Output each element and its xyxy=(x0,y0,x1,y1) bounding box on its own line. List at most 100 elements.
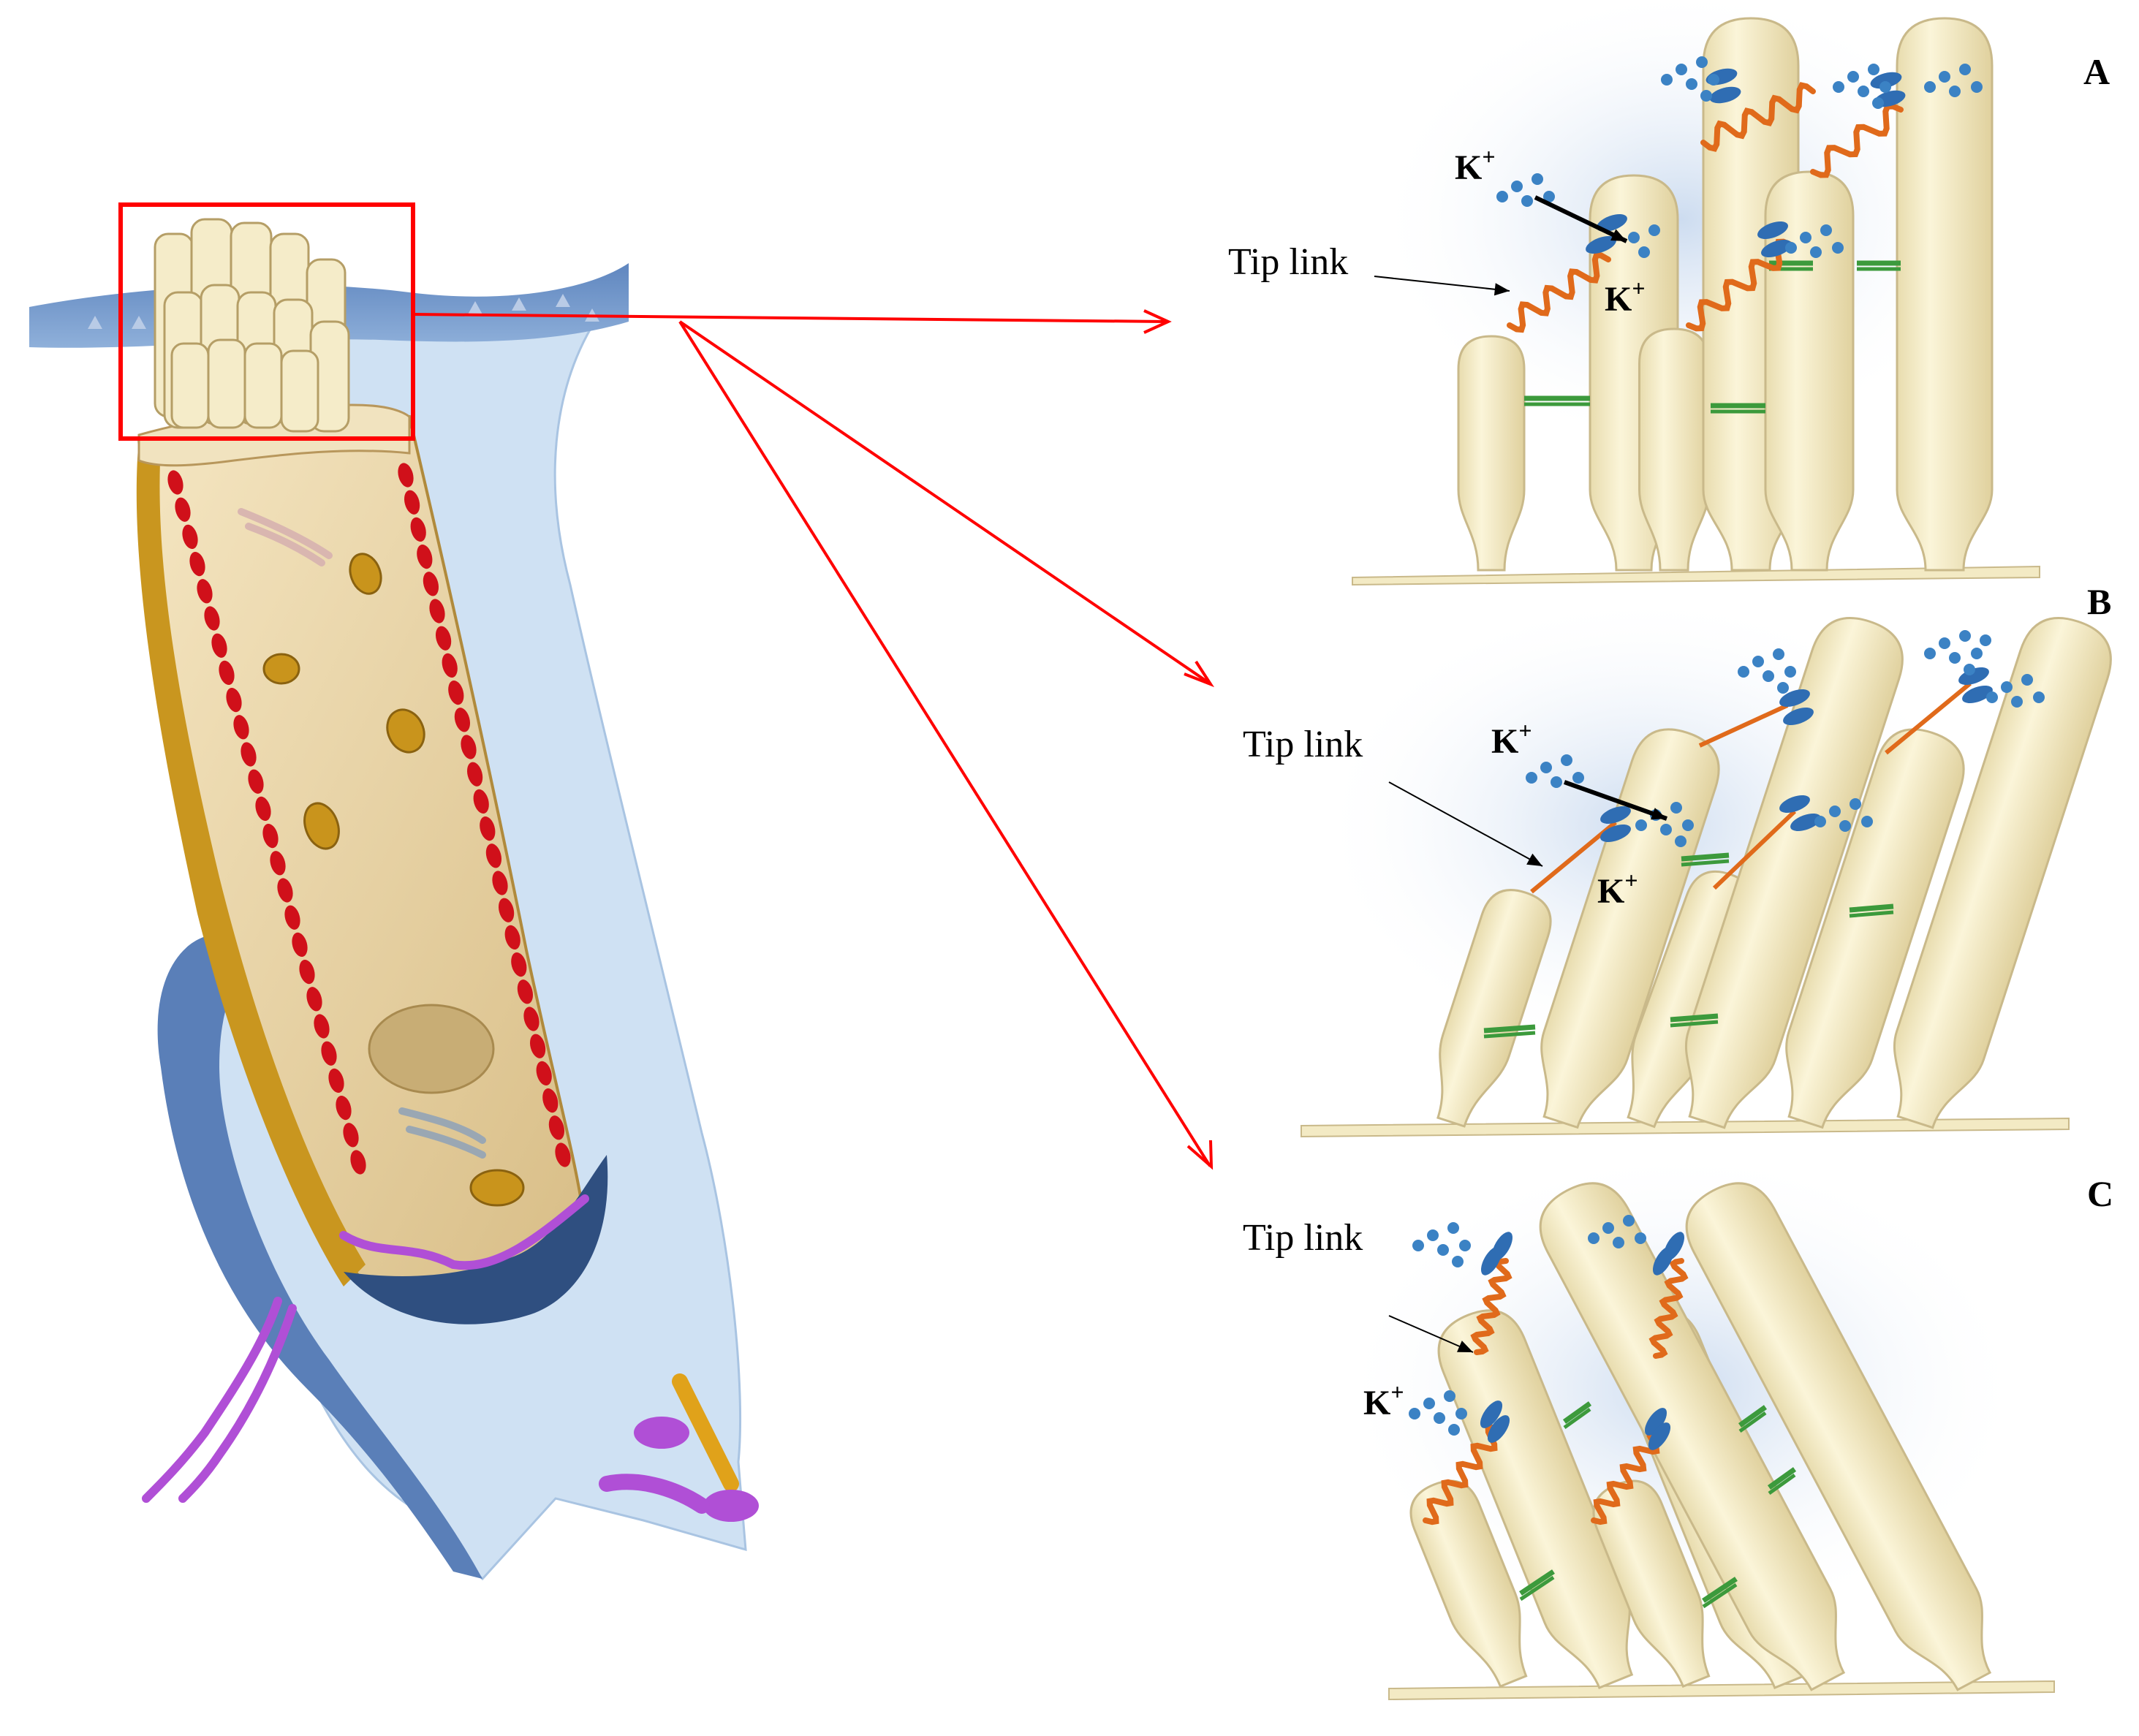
ribbon xyxy=(536,1061,552,1086)
ion-channel-icon xyxy=(1779,689,1810,708)
tip-link-pointer xyxy=(1388,781,1543,867)
hair-cell-wall xyxy=(136,439,366,1286)
ribbon xyxy=(299,959,315,985)
ribbon xyxy=(542,1088,559,1113)
potassium-ion-icon xyxy=(1964,664,1975,675)
ribbon xyxy=(314,1014,330,1039)
k-ion-label: K+ xyxy=(1455,143,1496,187)
ribbon xyxy=(555,1142,571,1167)
potassium-ion-icon xyxy=(1949,652,1961,664)
ion-channel-icon xyxy=(1481,1246,1502,1276)
potassium-ion-icon xyxy=(1814,816,1826,827)
ion-channel-icon xyxy=(1644,1408,1667,1436)
tip-link xyxy=(1686,238,1794,332)
base-plate xyxy=(1388,1680,2055,1701)
potassium-ion-icon xyxy=(1540,762,1552,773)
ribbon xyxy=(398,463,414,488)
potassium-ion-icon xyxy=(1777,682,1789,694)
ribbon xyxy=(262,823,279,849)
tip-link xyxy=(1530,820,1617,894)
arrow-to-panel-b xyxy=(678,320,1211,685)
ion-channel-icon xyxy=(1648,1422,1671,1450)
mitochondrion-icon xyxy=(262,653,300,685)
potassium-ion-icon xyxy=(1638,246,1650,258)
tip-link xyxy=(1648,1258,1689,1359)
ribbon xyxy=(211,633,227,658)
potassium-ion-icon xyxy=(1409,1408,1420,1419)
ribbon xyxy=(241,742,257,767)
potassium-ion-icon xyxy=(1800,232,1811,243)
ion-channel-icon xyxy=(1600,806,1631,825)
tip-link xyxy=(1700,82,1816,152)
potassium-ion-icon xyxy=(1785,242,1797,254)
ribbon xyxy=(321,1041,337,1066)
ribbon xyxy=(197,579,213,604)
supporting-cell-dark xyxy=(157,933,482,1579)
ion-channel-icon xyxy=(1779,795,1810,814)
potassium-ion-icon xyxy=(1648,224,1660,236)
potassium-ion-icon xyxy=(1447,1222,1459,1234)
stereocilium xyxy=(1785,728,1965,1129)
potassium-ion-icon xyxy=(1602,1222,1614,1234)
ribbon xyxy=(404,490,420,515)
potassium-ion-icon xyxy=(1763,670,1774,682)
panel-letter-b: B xyxy=(2087,581,2111,622)
ribbon xyxy=(466,762,483,786)
ribbon xyxy=(423,572,439,596)
ion-channel-icon xyxy=(1962,685,1993,704)
potassium-ion-icon xyxy=(1861,816,1873,827)
potassium-ion-icon xyxy=(2021,674,2033,686)
stereocilia-bundle-left xyxy=(154,218,350,433)
side-link xyxy=(1519,1575,1555,1602)
ribbon xyxy=(350,1150,366,1175)
side-link xyxy=(1519,1569,1555,1596)
side-link xyxy=(1681,852,1730,862)
potassium-ion-icon xyxy=(1572,772,1584,784)
potassium-ion-icon xyxy=(1839,820,1851,832)
stereocilium xyxy=(1638,327,1710,572)
side-link xyxy=(1563,1407,1591,1430)
tip-link-pointer xyxy=(1388,1315,1474,1353)
potassium-ion-icon xyxy=(1588,1232,1599,1244)
potassium-ion-icon xyxy=(1708,74,1719,86)
potassium-ion-icon xyxy=(1784,666,1796,678)
potassium-ion-icon xyxy=(1412,1240,1424,1251)
bundle-highlight-box xyxy=(118,202,415,441)
ribbon xyxy=(548,1115,565,1140)
potassium-ion-icon xyxy=(1511,181,1523,192)
potassium-ion-icon xyxy=(1676,64,1687,75)
side-link xyxy=(1702,1583,1738,1609)
potassium-ion-icon xyxy=(1832,242,1844,254)
stereocilium xyxy=(1436,889,1552,1128)
ion-channel-icon xyxy=(1761,239,1792,258)
potassium-ion-icon xyxy=(1423,1398,1435,1409)
stereocilium xyxy=(1684,617,1904,1129)
ribbon xyxy=(175,497,191,522)
hair-cell xyxy=(29,202,1215,1581)
tip-link-pointer xyxy=(1374,276,1510,292)
side-link xyxy=(1670,1013,1719,1023)
ribbon xyxy=(306,987,322,1012)
potassium-ion-icon xyxy=(1949,86,1961,97)
ribbon xyxy=(233,715,249,740)
ribbon xyxy=(336,1095,352,1121)
stereocilium xyxy=(1457,335,1526,572)
ribbon xyxy=(328,1068,344,1093)
ribbon xyxy=(448,680,464,705)
potassium-ion-icon xyxy=(1635,1232,1646,1244)
tip-link xyxy=(1507,251,1611,333)
potassium-ion-icon xyxy=(1959,64,1971,75)
ribbon xyxy=(255,796,271,822)
ribbon xyxy=(529,1034,546,1058)
potassium-ion-icon xyxy=(1971,648,1983,659)
panel-letter-a: A xyxy=(2083,51,2110,92)
ribbon xyxy=(284,905,300,930)
side-link xyxy=(1483,1024,1536,1034)
arrow-to-panel-c xyxy=(678,320,1211,1167)
tip-link xyxy=(1810,103,1904,178)
side-link xyxy=(1483,1031,1536,1039)
potassium-ion-icon xyxy=(1879,81,1891,93)
